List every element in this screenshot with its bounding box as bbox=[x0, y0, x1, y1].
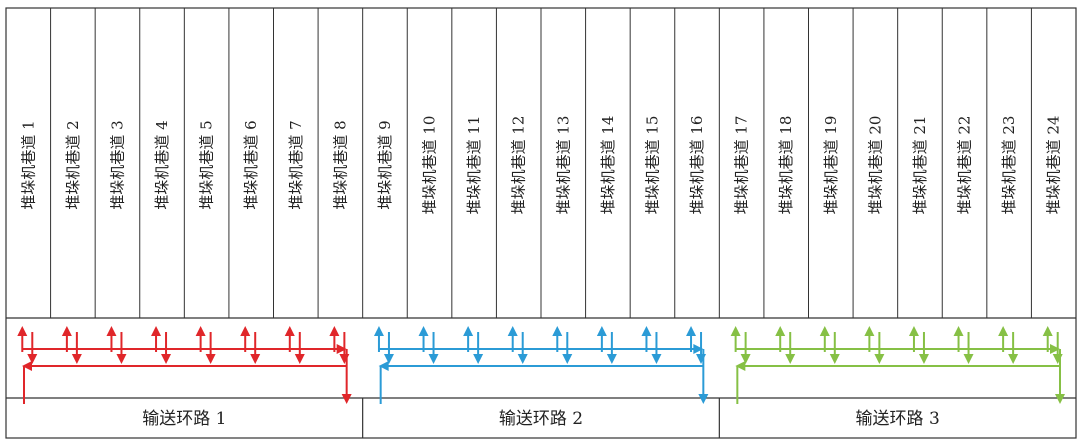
aisle-label: 堆垛机巷道 17 bbox=[733, 116, 751, 215]
aisle-labels: 堆垛机巷道 1 堆垛机巷道 2 堆垛机巷道 3 堆垛机巷道 4 堆垛机巷道 5 堆垛机巷道… bbox=[19, 116, 1062, 215]
arrow-right bbox=[693, 344, 704, 354]
aisle-label: 堆垛机巷道 1 bbox=[19, 120, 37, 209]
conveyor-loop bbox=[730, 326, 1065, 404]
arrow-down-small bbox=[71, 354, 82, 364]
aisle-label: 堆垛机巷道 10 bbox=[421, 116, 439, 215]
loop-label: 输送环路 2 bbox=[499, 409, 583, 429]
arrow-up bbox=[195, 326, 206, 336]
arrow-up bbox=[329, 326, 340, 336]
loop-labels: 输送环路 1 输送环路 2 输送环路 3 bbox=[142, 409, 940, 429]
arrow-right bbox=[336, 344, 347, 354]
arrow-down-small bbox=[1052, 354, 1063, 364]
aisle-label: 堆垛机巷道 4 bbox=[153, 120, 171, 209]
conveyor-loops bbox=[17, 326, 1065, 404]
arrow-up bbox=[596, 326, 607, 336]
aisle-label: 堆垛机巷道 23 bbox=[1000, 116, 1018, 215]
aisle-label: 堆垛机巷道 18 bbox=[777, 116, 795, 215]
arrow-left bbox=[378, 361, 389, 371]
aisle-label: 堆垛机巷道 3 bbox=[108, 120, 126, 209]
arrow-up bbox=[240, 326, 251, 336]
arrow-up bbox=[953, 326, 964, 336]
arrow-down bbox=[698, 394, 709, 404]
arrow-up bbox=[463, 326, 474, 336]
arrow-up bbox=[17, 326, 28, 336]
arrow-down-small bbox=[205, 354, 216, 364]
loop-label: 输送环路 1 bbox=[142, 409, 226, 429]
arrow-down-small bbox=[473, 354, 484, 364]
aisle-label: 堆垛机巷道 7 bbox=[287, 120, 305, 209]
aisle-label: 堆垛机巷道 6 bbox=[242, 120, 260, 209]
arrow-up bbox=[106, 326, 117, 336]
arrow-up bbox=[151, 326, 162, 336]
arrow-up bbox=[864, 326, 875, 336]
aisle-label: 堆垛机巷道 5 bbox=[198, 120, 216, 209]
aisle-label: 堆垛机巷道 14 bbox=[599, 116, 617, 215]
arrow-down-small bbox=[785, 354, 796, 364]
arrow-left bbox=[22, 361, 32, 371]
arrow-down-small bbox=[740, 354, 751, 364]
aisle-label: 堆垛机巷道 20 bbox=[866, 116, 884, 215]
aisle-label: 堆垛机巷道 13 bbox=[554, 116, 572, 215]
conveyor-loop bbox=[373, 326, 709, 404]
arrow-down-small bbox=[562, 354, 573, 364]
arrow-down-small bbox=[161, 354, 172, 364]
arrow-up bbox=[552, 326, 563, 336]
arrow-down-small bbox=[27, 354, 38, 364]
aisle-label: 堆垛机巷道 11 bbox=[465, 116, 483, 215]
arrow-up bbox=[507, 326, 518, 336]
arrow-up bbox=[418, 326, 429, 336]
aisle-label: 堆垛机巷道 2 bbox=[64, 120, 82, 209]
arrow-up bbox=[908, 326, 919, 336]
arrow-down-small bbox=[606, 354, 617, 364]
arrow-up bbox=[373, 326, 384, 336]
arrow-down-small bbox=[829, 354, 840, 364]
arrow-up bbox=[641, 326, 652, 336]
arrow-down-small bbox=[383, 354, 394, 364]
aisle-label: 堆垛机巷道 12 bbox=[510, 116, 528, 215]
arrow-left bbox=[735, 361, 746, 371]
arrow-down-small bbox=[250, 354, 261, 364]
arrow-up bbox=[686, 326, 697, 336]
arrow-down-small bbox=[517, 354, 528, 364]
loop-label: 输送环路 3 bbox=[856, 409, 940, 429]
arrow-up bbox=[61, 326, 72, 336]
arrow-up bbox=[284, 326, 295, 336]
arrow-down-small bbox=[116, 354, 127, 364]
arrow-down-small bbox=[339, 354, 350, 364]
arrow-right bbox=[1050, 344, 1060, 354]
aisle-label: 堆垛机巷道 9 bbox=[376, 120, 394, 209]
arrow-up bbox=[819, 326, 830, 336]
arrow-down-small bbox=[918, 354, 929, 364]
aisle-label: 堆垛机巷道 24 bbox=[1045, 116, 1063, 215]
conveyor-loop bbox=[17, 326, 352, 404]
arrow-up bbox=[775, 326, 786, 336]
arrow-down-small bbox=[963, 354, 974, 364]
arrow-up bbox=[730, 326, 741, 336]
aisle-label: 堆垛机巷道 16 bbox=[688, 116, 706, 215]
aisle-label: 堆垛机巷道 21 bbox=[911, 116, 929, 215]
arrow-down bbox=[1055, 394, 1065, 404]
arrow-down-small bbox=[696, 354, 707, 364]
arrow-down bbox=[341, 394, 352, 404]
arrow-up bbox=[998, 326, 1009, 336]
aisle-label: 堆垛机巷道 8 bbox=[331, 120, 349, 209]
arrow-down-small bbox=[294, 354, 305, 364]
aisle-label: 堆垛机巷道 15 bbox=[643, 116, 661, 215]
aisle-label: 堆垛机巷道 19 bbox=[822, 116, 840, 215]
arrow-down-small bbox=[1008, 354, 1019, 364]
arrow-down-small bbox=[428, 354, 439, 364]
arrow-up bbox=[1042, 326, 1053, 336]
arrow-down-small bbox=[874, 354, 885, 364]
grid-lines bbox=[5, 7, 1077, 439]
aisle-label: 堆垛机巷道 22 bbox=[956, 116, 974, 215]
arrow-down-small bbox=[651, 354, 662, 364]
